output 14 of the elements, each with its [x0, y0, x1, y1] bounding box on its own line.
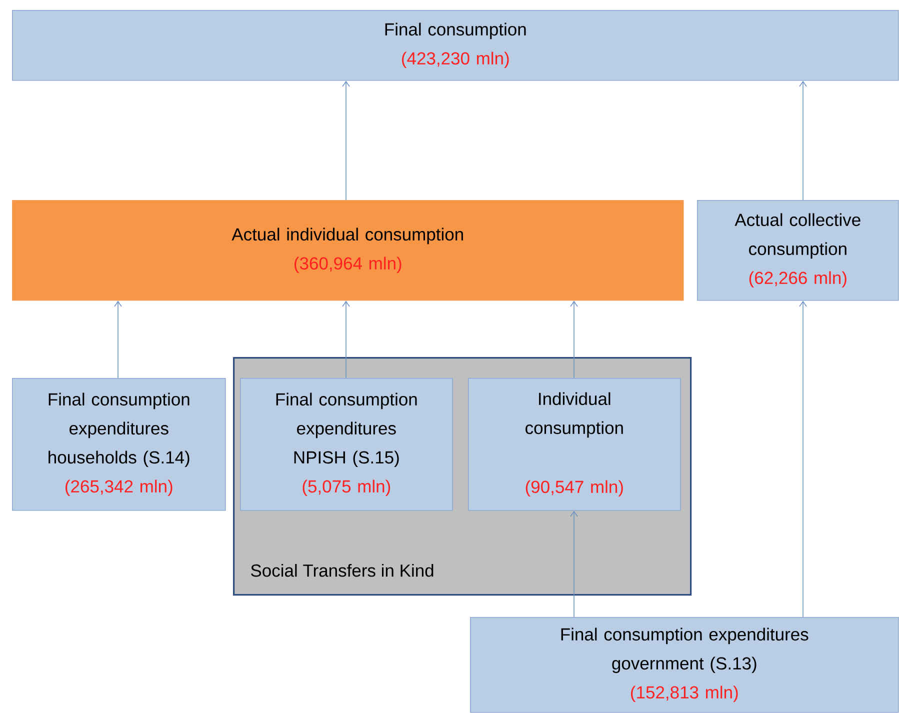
arrow	[570, 300, 578, 378]
process-box: Final consumption (423,230 mln)	[12, 10, 899, 81]
process-box: Actual individual consumption (360,964 mln)	[12, 200, 684, 301]
process-box: Final consumption expenditures NPISH (S.15) (5,075 mln)	[240, 378, 453, 511]
arrow	[570, 510, 578, 618]
arrow	[799, 80, 807, 200]
process-box: Final consumption expenditures households (S.14) (265,342 mln)	[12, 378, 226, 511]
arrow	[342, 300, 350, 378]
process-box: Actual collective consumption (62,266 mln)	[697, 200, 899, 301]
arrow	[799, 300, 807, 618]
arrow	[342, 80, 350, 200]
arrow	[114, 300, 122, 378]
process-box: Final consumption expenditures government (S.13) (152,813 mln)	[470, 617, 899, 713]
process-box: Individual consumption (90,547 mln)	[468, 378, 681, 511]
